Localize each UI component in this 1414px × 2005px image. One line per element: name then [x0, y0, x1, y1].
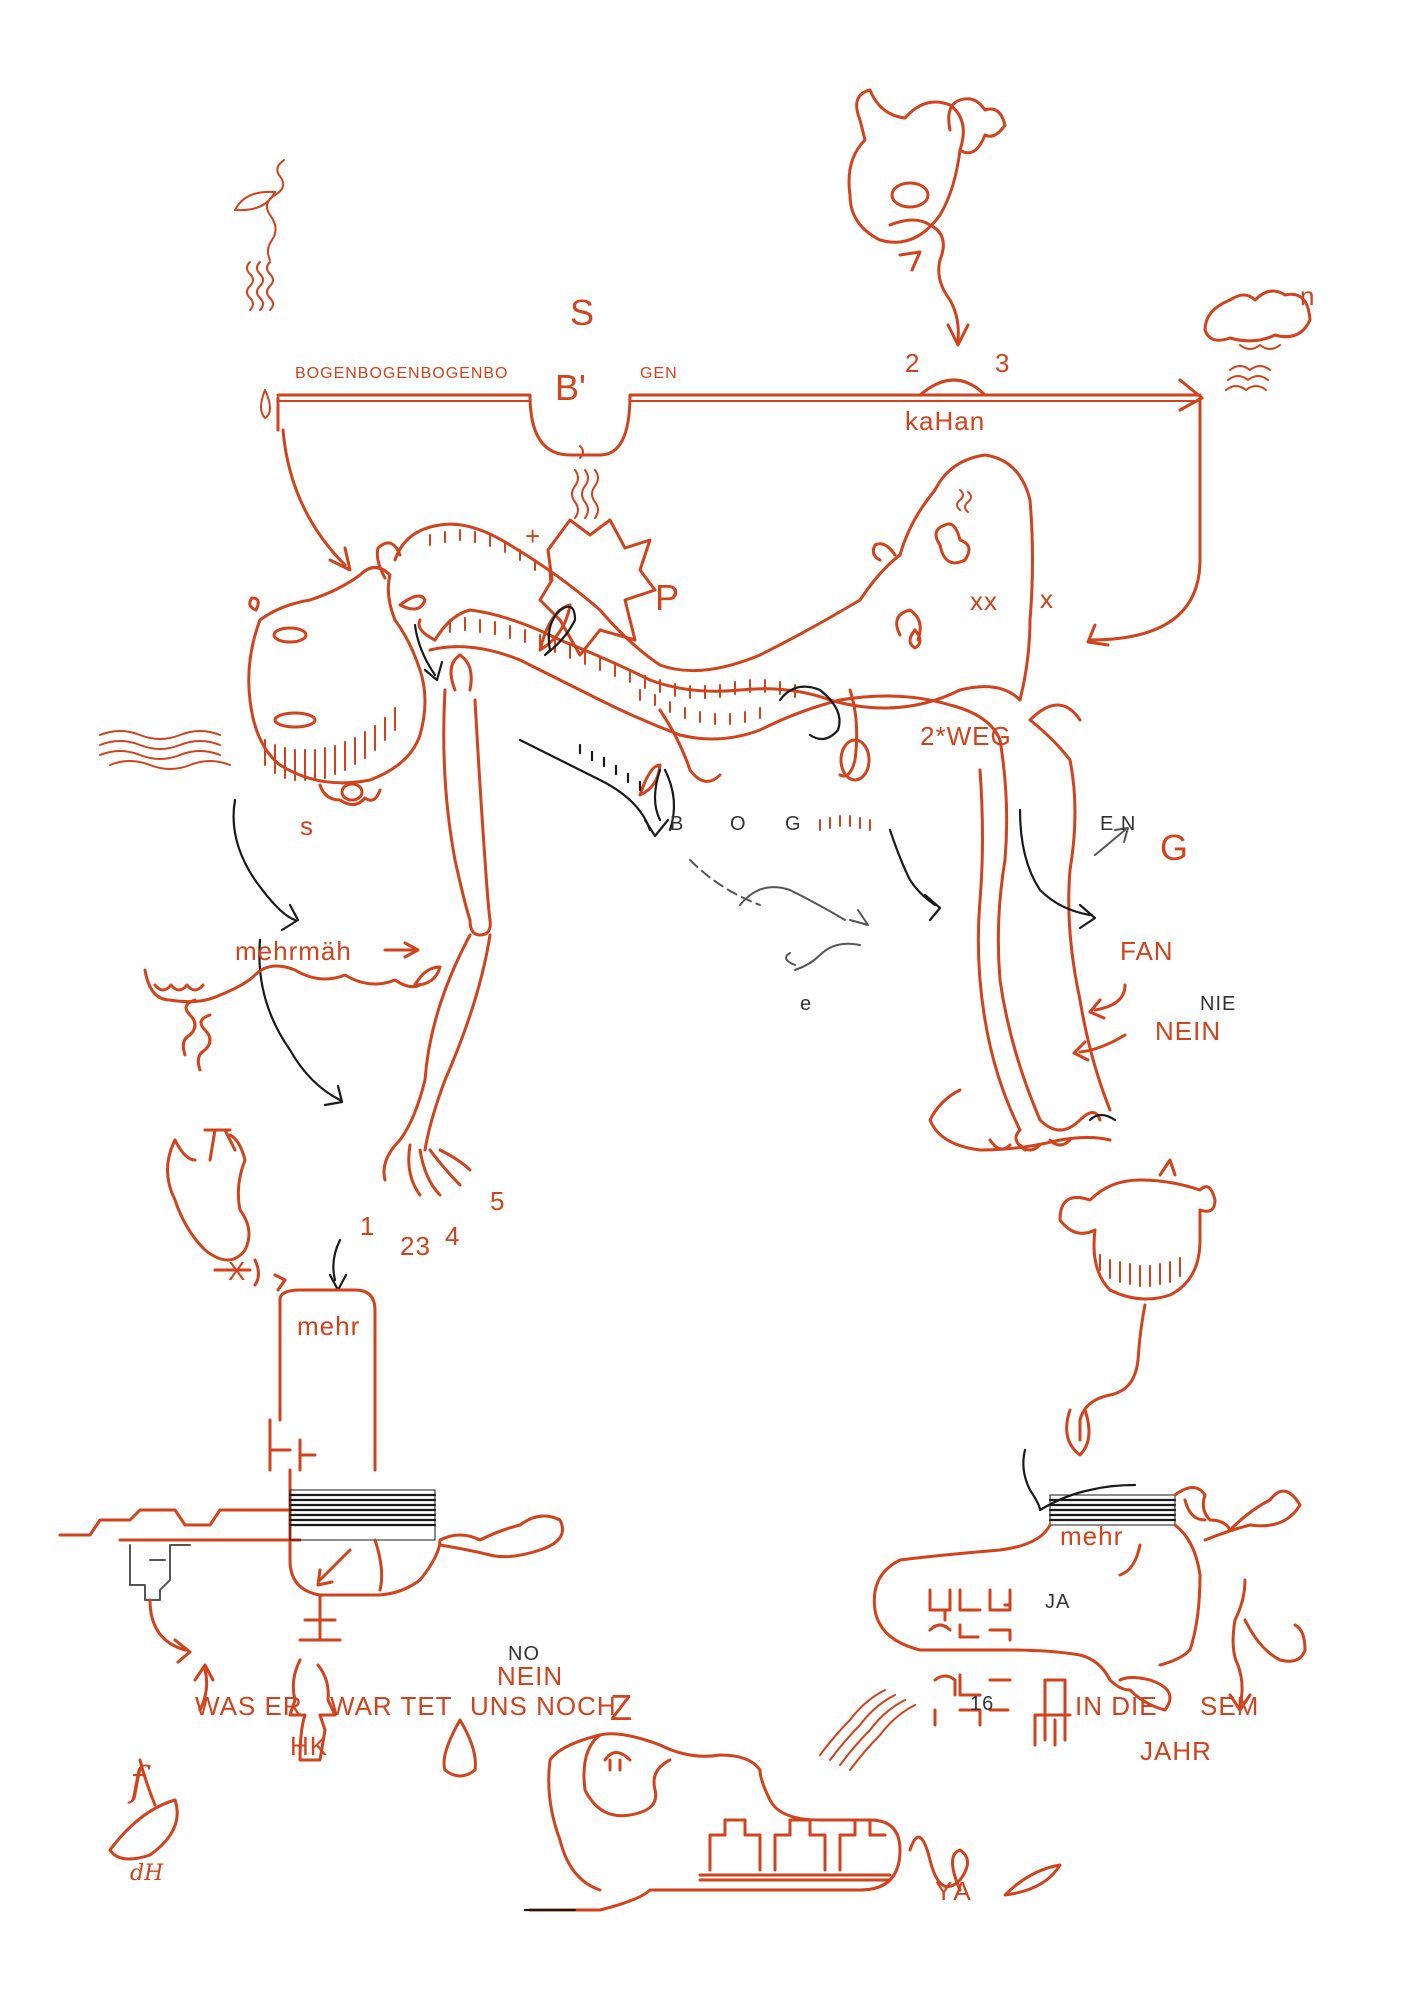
label-sem: SEM	[1200, 1691, 1259, 1721]
label-plus: +	[525, 521, 541, 551]
label-num-4: 4	[445, 1221, 460, 1251]
label-num-5: 5	[490, 1186, 505, 1216]
label-kahan: kaHan	[905, 406, 985, 436]
label-mehr-top: mehr	[297, 1311, 360, 1341]
right-head	[1058, 1158, 1217, 1457]
label-uns-noch: UNS NOCH	[470, 1691, 617, 1721]
label-b-prime: B'	[555, 367, 586, 408]
label-bogen-bar: BOGENBOGENBOGENBO	[295, 365, 508, 382]
label-no: NO	[508, 1643, 540, 1665]
label-in-die: IN DIE	[1075, 1691, 1158, 1721]
label-z: Z	[610, 1687, 632, 1728]
label-x-single: x	[1040, 584, 1054, 614]
label-num-1: 1	[360, 1211, 375, 1241]
label-n-top-right: n	[1300, 281, 1315, 311]
label-num-2: 2	[905, 348, 920, 378]
fan-nein-arrows	[1072, 983, 1127, 1062]
label-zweg: 2*WEG	[920, 721, 1012, 751]
label-e-n: E N	[1100, 813, 1136, 835]
label-s-chin: s	[300, 811, 314, 841]
right-mehr-cylinder	[872, 1448, 1307, 1747]
label-ya: ΥA	[935, 1876, 972, 1906]
label-jahr: JAHR	[1140, 1736, 1212, 1766]
label-mehr-right: mehr	[1060, 1521, 1123, 1551]
label-num-23: 23	[400, 1231, 431, 1261]
label-p: P	[655, 577, 679, 618]
label-fan: FAN	[1120, 936, 1174, 966]
label-was-er: WAS ER	[195, 1691, 303, 1721]
teardrop-center	[442, 1718, 477, 1778]
left-blob	[166, 998, 287, 1292]
label-war-tet: WAR TET	[330, 1691, 453, 1721]
label-nein-right: NEIN	[1155, 1016, 1221, 1046]
label-num-3: 3	[995, 348, 1010, 378]
mehr-cylinder	[58, 1288, 564, 1762]
mehrmah-cloud	[143, 941, 442, 1004]
signature-mark	[108, 1663, 215, 1861]
label-mehrmah: mehrmäh	[235, 936, 352, 966]
cloud-top-right	[1203, 289, 1312, 391]
label-signature: dH	[130, 1861, 164, 1886]
wavy-hair-top-left	[234, 159, 285, 419]
label-nie: NIE	[1200, 993, 1236, 1015]
label-ja: JA	[1045, 1591, 1070, 1613]
label-e-small: e	[800, 993, 812, 1015]
label-bog-b: B	[670, 813, 684, 835]
label-num-16: 16	[970, 1693, 994, 1715]
label-gen: GEN	[640, 365, 678, 382]
bear-head-top	[847, 88, 1007, 347]
label-bog-g: G	[785, 813, 802, 835]
label-bog-o: O	[730, 813, 747, 835]
label-g-big: G	[1160, 827, 1188, 868]
label-nein-center: NEIN	[497, 1661, 563, 1691]
label-s-top: S	[570, 292, 594, 333]
bottom-snake	[523, 1689, 1062, 1912]
label-x-left: X	[228, 1256, 246, 1286]
label-hk: HK	[290, 1731, 328, 1761]
text-labels: BOGENBOGENBOGENBO GEN S B' 2 3 kaHan n +…	[127, 281, 1315, 1906]
label-x-marks: xx	[970, 586, 998, 616]
black-pointer-lines	[232, 605, 1129, 1292]
bogen-bar	[276, 378, 1204, 647]
b-prime-node	[538, 445, 657, 657]
reclining-figure	[99, 453, 1112, 1197]
